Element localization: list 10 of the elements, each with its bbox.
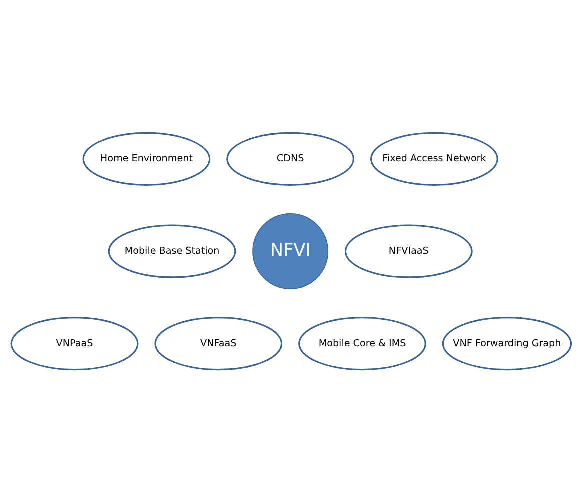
node-ellipse: VNFaaS [154,317,283,371]
node-ellipse: Mobile Core & IMS [298,317,426,371]
node-ellipse: VNPaaS [10,317,139,371]
node-ellipse: CDNS [226,132,355,186]
node-circle: NFVI [252,214,329,290]
node-ellipse: Mobile Base Station [108,224,236,278]
node-ellipse: NFVIaaS [344,224,473,278]
node-ellipse: Home Environment [82,132,211,186]
node-ellipse: VNF Forwarding Graph [442,317,572,371]
node-ellipse: Fixed Access Network [370,132,498,186]
